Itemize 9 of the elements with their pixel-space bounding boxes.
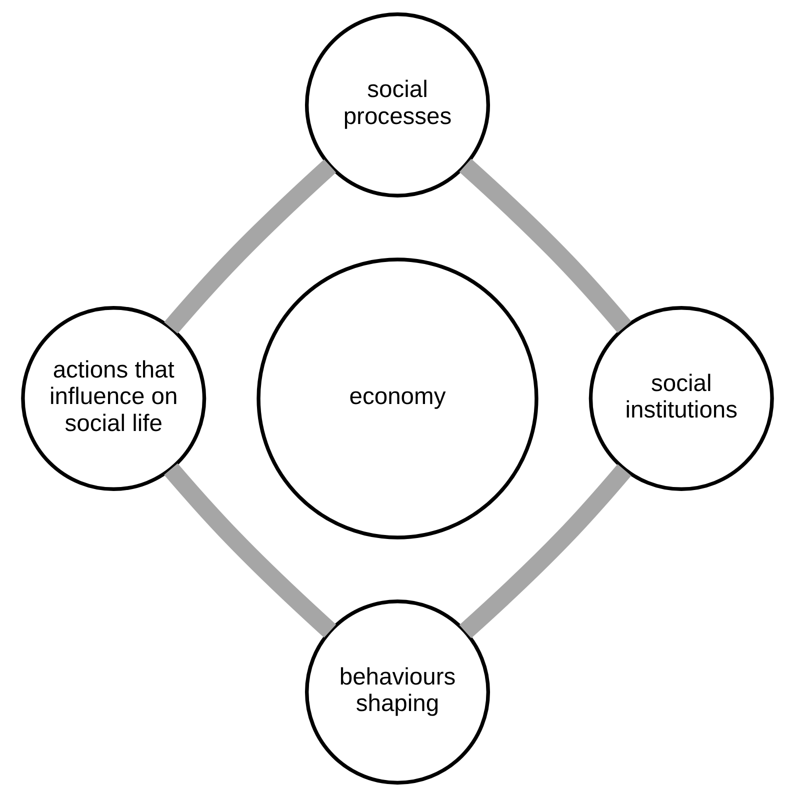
node-circle: social institutions: [588, 306, 774, 492]
connector: [458, 464, 631, 638]
node-circle: social processes: [304, 12, 490, 198]
connector: [164, 463, 336, 638]
connector: [458, 158, 631, 333]
node-circle: economy: [256, 258, 538, 540]
node-circle: actions that influence on social life: [20, 306, 206, 492]
node-circle: behaviours shaping: [304, 600, 490, 785]
connector: [164, 159, 336, 334]
